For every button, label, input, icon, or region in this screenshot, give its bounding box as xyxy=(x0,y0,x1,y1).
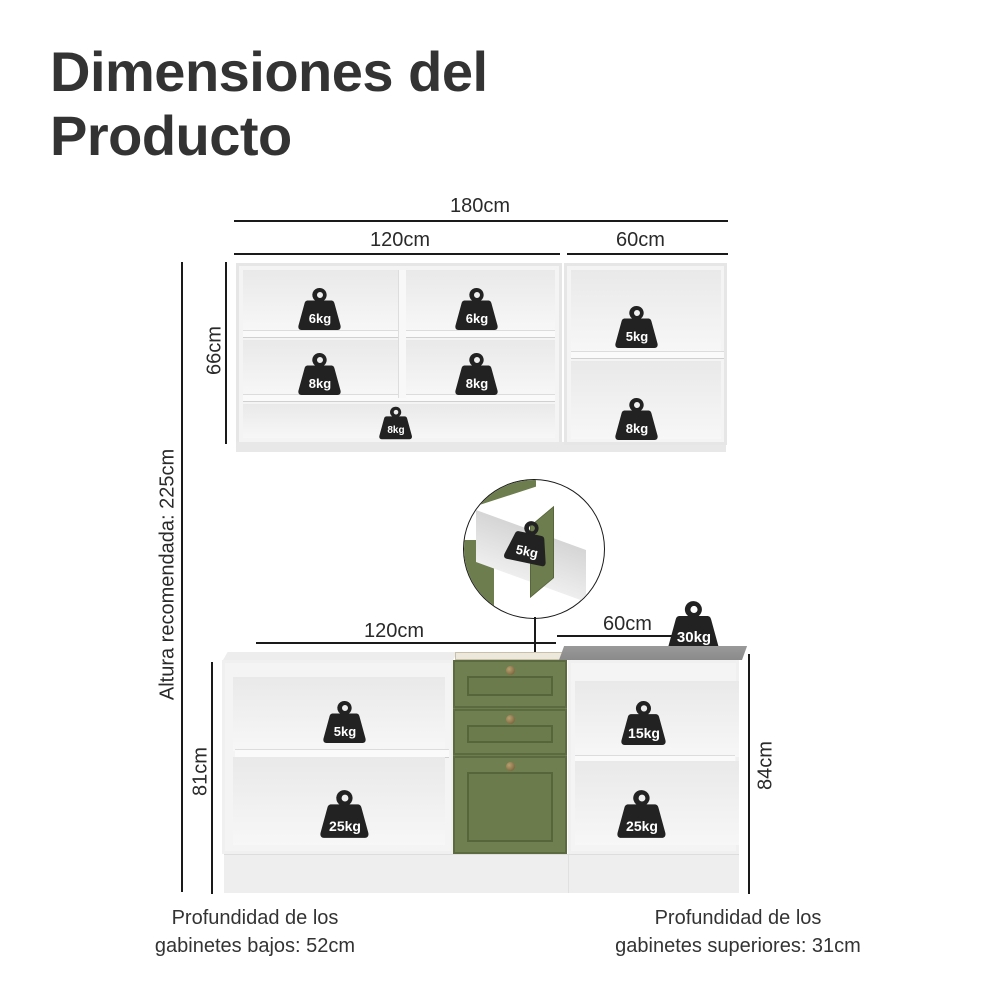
weight-badge-icon: 5kg xyxy=(502,516,556,569)
lower-left-height-line xyxy=(211,662,213,894)
drawer-1[interactable] xyxy=(453,660,567,708)
drawer-door[interactable] xyxy=(453,756,567,854)
lower-right-plinth xyxy=(568,854,739,893)
weight-badge-icon: 25kg xyxy=(615,789,669,839)
weight-badge-icon: 5kg xyxy=(614,305,660,349)
weight-badge-icon: 5kg xyxy=(322,700,368,744)
upper-depth-note: Profundidad de los gabinetes superiores:… xyxy=(615,907,861,957)
knob-icon xyxy=(506,666,515,675)
drawer-2[interactable] xyxy=(453,709,567,755)
weight-badge-icon: 8kg xyxy=(614,397,660,441)
knob-icon xyxy=(506,762,515,771)
weight-badge-icon: 8kg xyxy=(454,352,500,396)
lower-left-top-edge xyxy=(223,652,458,660)
title-line-2: Producto xyxy=(50,104,292,167)
drawer-callout-pointer xyxy=(534,617,536,679)
upper-total-width-line xyxy=(234,220,728,222)
recommended-height-label: Altura recomendada: 225cm xyxy=(156,448,179,701)
upper-height-line xyxy=(225,262,227,444)
upper-left-width-line xyxy=(234,253,560,255)
drawer-unit xyxy=(453,660,567,854)
lower-left-width-line xyxy=(256,642,556,644)
lower-left-plinth xyxy=(224,854,568,893)
drawer-unit-top xyxy=(455,652,567,660)
lower-left-width-label: 120cm xyxy=(364,620,425,642)
divider xyxy=(398,270,406,398)
countertop xyxy=(559,646,748,660)
weight-badge-icon: 30kg xyxy=(666,600,722,652)
page-title: Dimensiones del Producto xyxy=(50,40,488,168)
upper-left-width-label: 120cm xyxy=(370,229,431,251)
knob-icon xyxy=(506,715,515,724)
weight-badge-icon: 8kg xyxy=(378,406,414,440)
lower-depth-note: Profundidad de los gabinetes bajos: 52cm xyxy=(154,907,356,957)
lower-right-width-label: 60cm xyxy=(603,613,652,635)
drawer-detail-callout: 5kg xyxy=(463,479,605,619)
lower-right-width-line xyxy=(557,635,677,637)
upper-cabinet-base xyxy=(236,442,726,452)
upper-right-width-label: 60cm xyxy=(616,229,665,251)
shelf xyxy=(571,351,724,359)
recommended-height-line xyxy=(181,262,183,892)
lower-left-height-label: 81cm xyxy=(189,747,212,796)
upper-right-width-line xyxy=(567,253,728,255)
weight-badge-icon: 6kg xyxy=(454,287,500,331)
lower-right-height-line xyxy=(748,654,750,894)
weight-badge-icon: 25kg xyxy=(318,789,372,839)
title-line-1: Dimensiones del xyxy=(50,40,488,103)
weight-badge-icon: 15kg xyxy=(619,700,669,746)
weight-badge-icon: 8kg xyxy=(297,352,343,396)
lower-right-height-label: 84cm xyxy=(754,741,777,790)
upper-total-width-label: 180cm xyxy=(450,195,511,217)
upper-height-label: 66cm xyxy=(203,326,226,375)
weight-badge-icon: 6kg xyxy=(297,287,343,331)
